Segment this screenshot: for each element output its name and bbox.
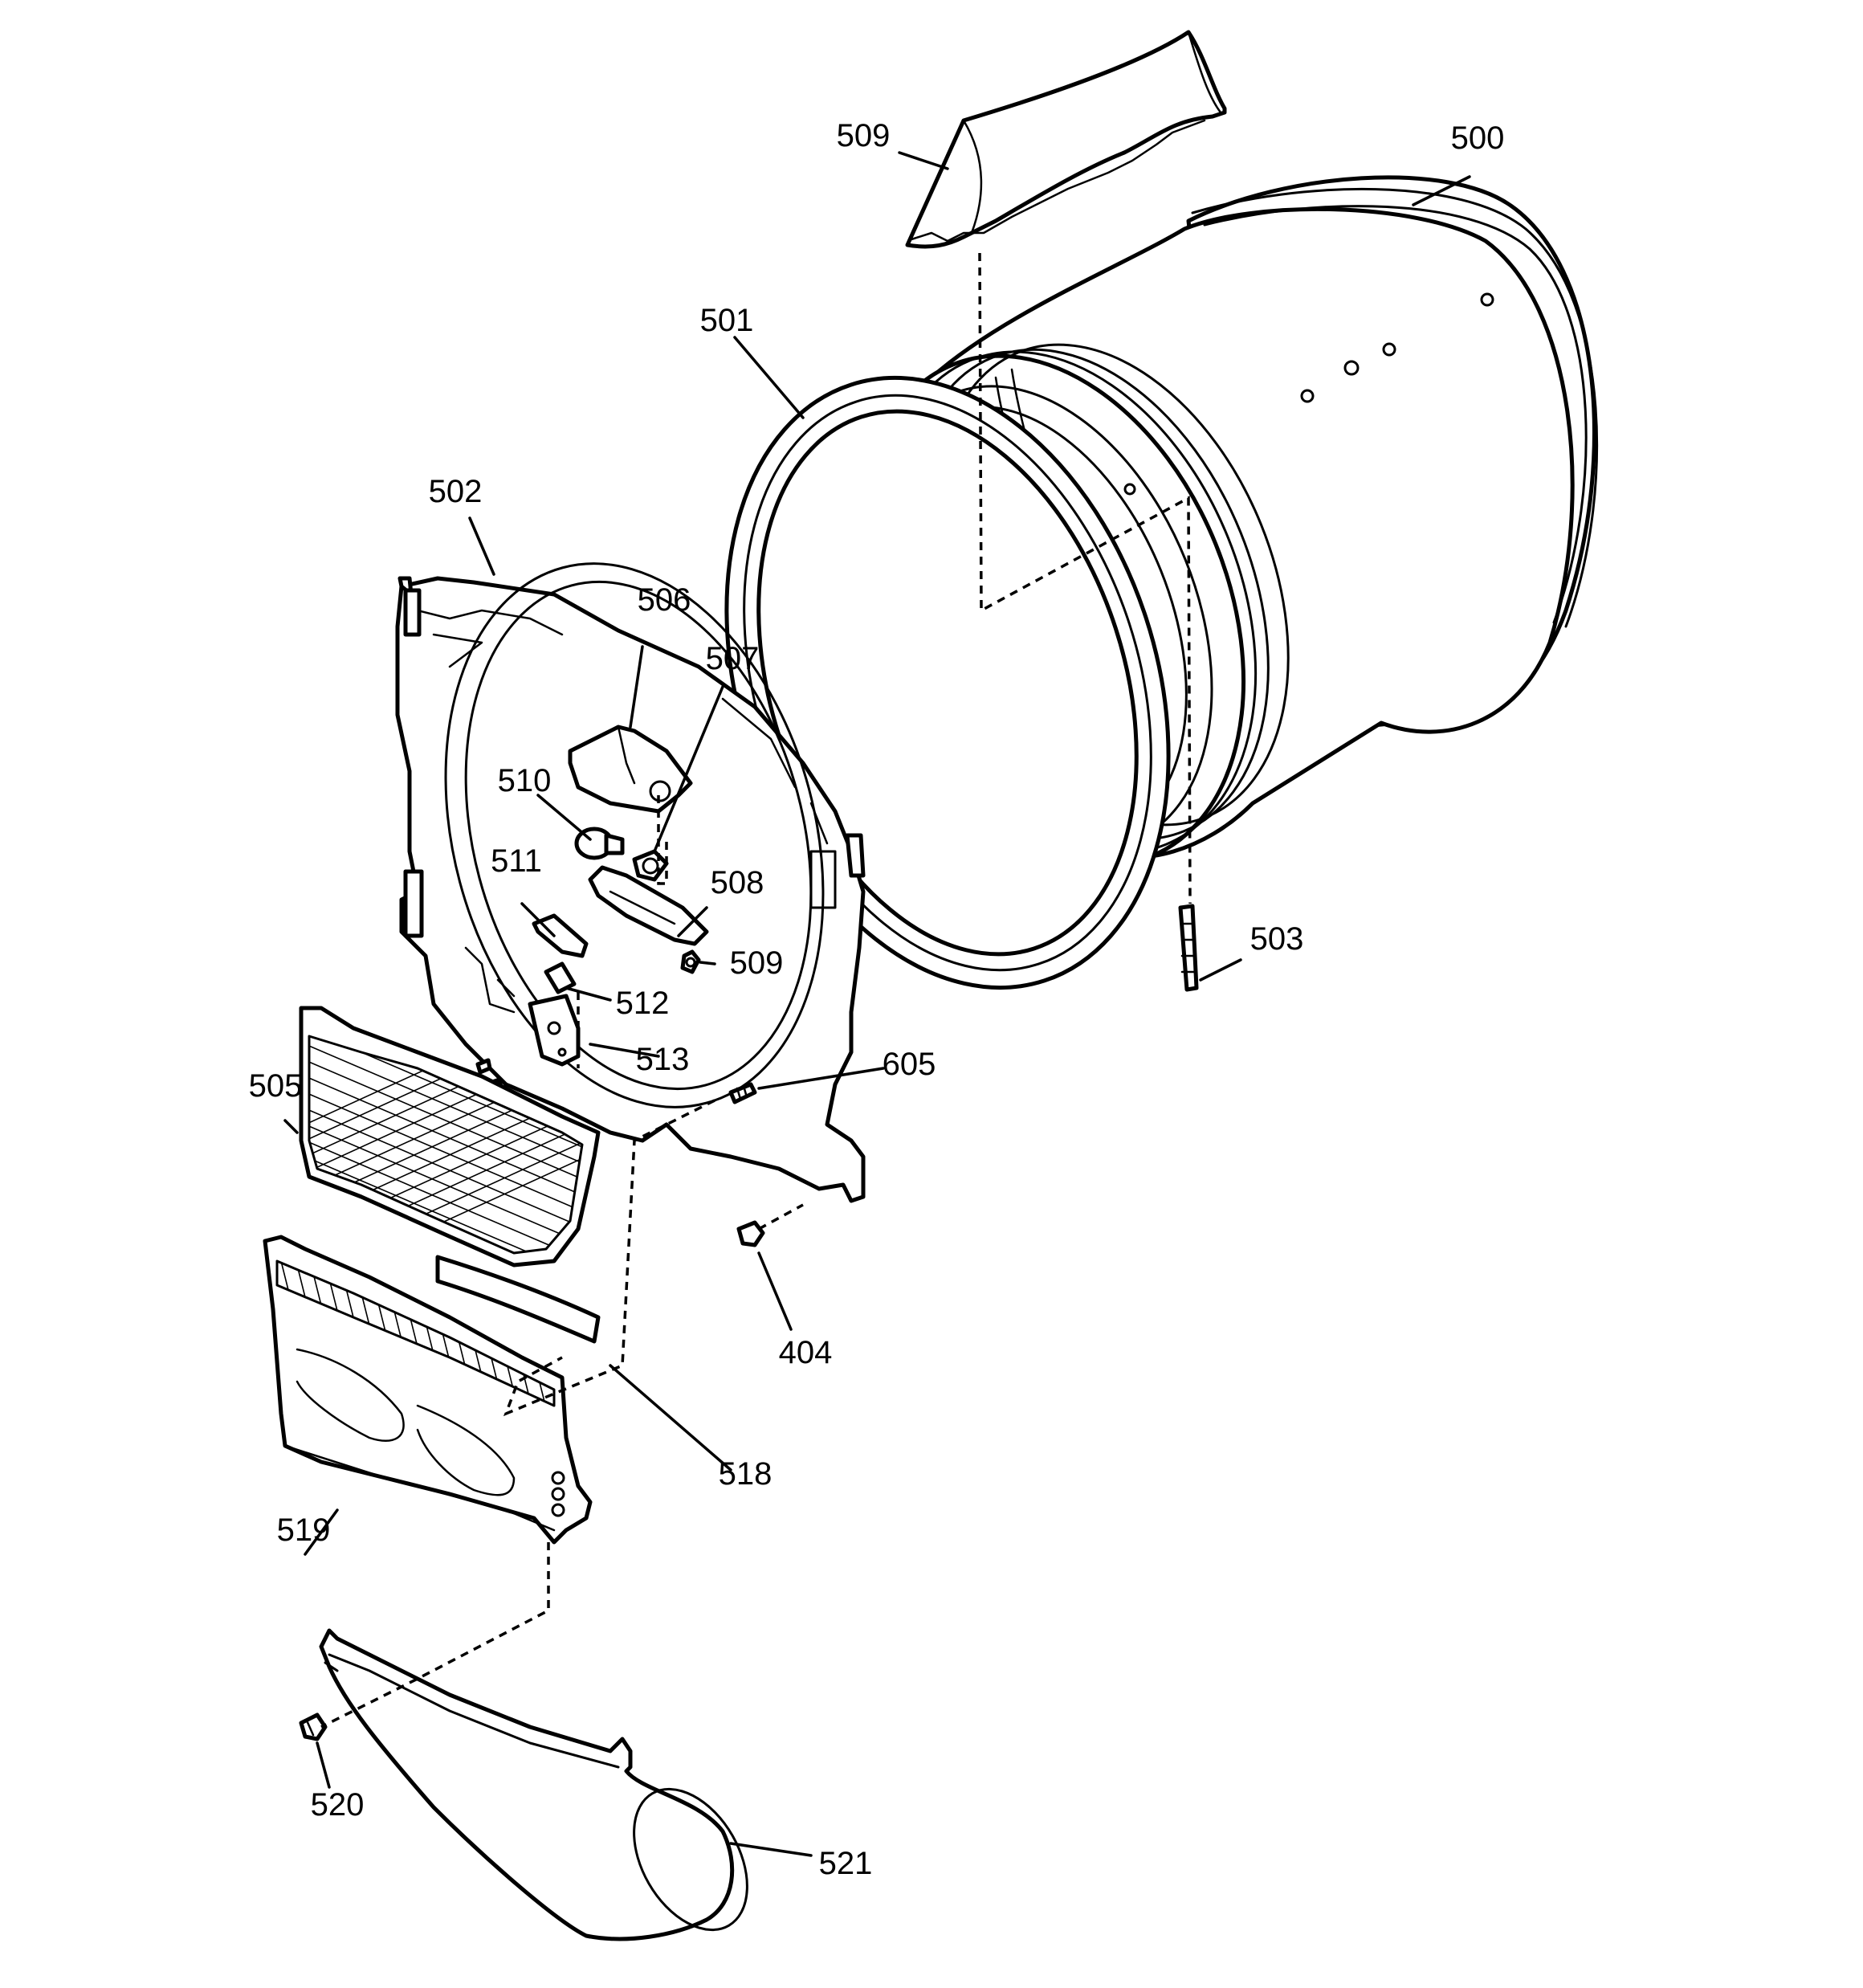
callout-605: 605 [883,1047,936,1082]
callout-labels: 509 500 501 502 506 507 510 511 508 509 … [249,118,1505,1881]
callout-505: 505 [249,1068,303,1104]
callout-519: 519 [277,1512,331,1548]
callout-501: 501 [700,303,754,338]
screw-503 [1178,904,1199,992]
callout-508: 508 [711,865,764,900]
seal-strip-518 [435,1255,601,1344]
callout-509-top: 509 [837,118,891,153]
screw-520 [299,1712,328,1741]
callout-404: 404 [779,1335,833,1370]
duct-509 [905,30,1227,249]
callout-506: 506 [638,582,691,618]
callout-507: 507 [706,641,760,676]
callout-521: 521 [819,1846,873,1881]
lamp-lens-508 [588,865,709,946]
callout-513: 513 [636,1042,690,1077]
callout-503: 503 [1250,921,1304,957]
screw-404 [736,1220,765,1247]
callout-512: 512 [616,986,670,1021]
lint-duct-519 [263,1235,593,1545]
bulb-510 [574,827,625,860]
callout-510: 510 [498,763,552,798]
screw-605 [728,1082,757,1104]
callout-509-mid: 509 [730,945,784,981]
clip-512 [544,961,577,994]
switch-housing-506 [568,725,693,814]
exhaust-duct-521 [319,1628,748,1941]
lint-filter-505 [299,1006,601,1268]
callout-500: 500 [1451,120,1505,156]
leader-lines [283,151,1471,1857]
bracket-511 [532,913,589,958]
screw-509-mid [680,949,701,974]
callout-502: 502 [429,474,483,509]
callout-520: 520 [311,1787,365,1823]
callout-518: 518 [719,1456,773,1492]
callout-511: 511 [491,843,542,879]
